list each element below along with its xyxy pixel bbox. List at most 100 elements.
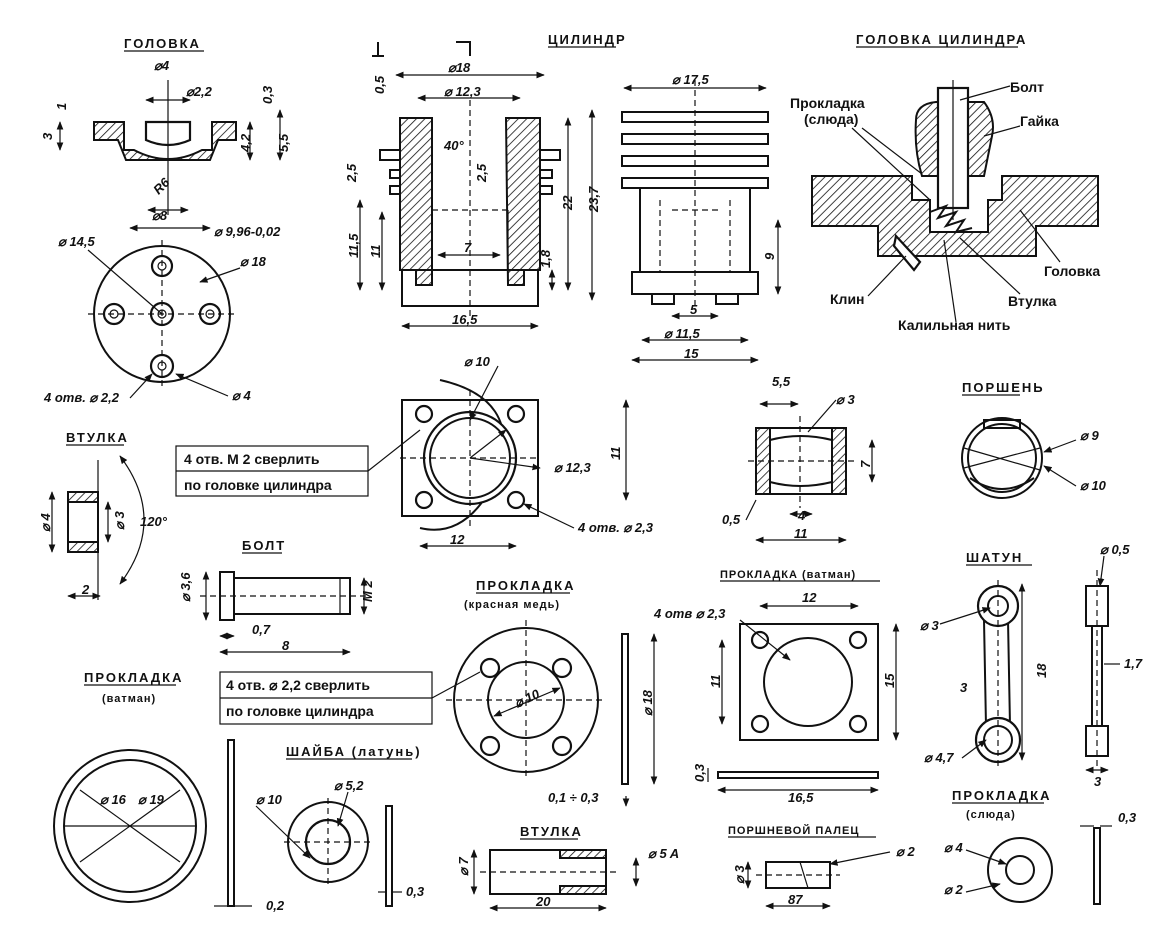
pp-dim-d2: ⌀ 2 [896,844,915,859]
gv-dim-03: 0,3 [692,763,707,782]
g-dim-d8: ⌀8 [152,208,168,223]
w-dim-d10: ⌀ 10 [256,792,283,807]
gv-holes-label: 4 отв ⌀ 2,3 [653,606,726,621]
w-dim-d52: ⌀ 5,2 [334,778,364,793]
p-dim-4: 4 [797,508,806,523]
gasket-vatman-right-title: ПРОКЛАДКА (ватман) [720,569,856,581]
c2-dim-9: 9 [762,252,777,260]
gv-dim-15: 15 [882,673,897,688]
gasket-vatman-left-sub: (ватман) [102,693,156,705]
gasket-copper-section: ПРОКЛАДКА (красная медь) ⌀ 10 ⌀ 18 0,1 ÷… [219,578,658,807]
cylinder-section: ЦИЛИНДР ⌀18 0,5 ⌀ 12,3 40° 2,5 2,5 11,5 … [344,32,625,330]
note-drill-22-1: 4 отв. ⌀ 2,2 сверлить [226,677,370,693]
label-glow-wire: Калильная нить [898,317,1011,333]
p-dim-7: 7 [858,460,873,468]
c-dim-d123: ⌀ 12,3 [444,84,482,99]
l-dim-02: 0,2 [266,898,285,913]
label-head: Головка [1044,263,1100,279]
s-dim-18: 18 [1034,663,1049,678]
vtulka-top-title: ВТУЛКА [66,430,129,445]
b-dim-m2: М 2 [360,580,375,602]
c-dim-25a: 2,5 [344,163,359,183]
cu-dim-d18: ⌀ 18 [640,689,655,716]
m-dim-d4: ⌀ 4 [944,840,963,855]
f-holes-label: 4 отв. ⌀ 2,3 [577,520,654,535]
g-holes-label: 4 отв. ⌀ 2,2 [43,390,120,405]
w-dim-03: 0,3 [406,884,425,899]
c-dim-165: 16,5 [452,312,478,327]
m-dim-03: 0,3 [1118,810,1137,825]
g-dim-d145: ⌀ 14,5 [58,234,96,249]
c-dim-d18: ⌀18 [448,60,471,75]
l-dim-d16: ⌀ 16 [100,792,127,807]
gv-dim-11: 11 [708,675,723,689]
note-drill-22-2: по головке цилиндра [226,703,374,719]
gasket-vatman-right-section: ПРОКЛАДКА (ватман) 4 отв ⌀ 2,3 12 11 15 … [653,569,900,805]
c-dim-237: 23,7 [586,186,601,213]
vtulka-top-section: ВТУЛКА ⌀ 4 ⌀ 3 120° 2 [38,430,168,600]
c-dim-115: 11,5 [346,233,361,258]
gasket-vatman-left-title: ПРОКЛАДКА [84,670,183,685]
c2-dim-5: 5 [690,302,698,317]
g-dim-r6: R6 [150,174,173,197]
c-dim-7: 7 [464,240,472,255]
m-dim-d2: ⌀ 2 [944,882,963,897]
c-dim-05: 0,5 [372,75,387,94]
p-dim-05: 0,5 [722,512,741,527]
s-dim-3b: 3 [1094,774,1102,789]
bv-dim-20: 20 [535,894,551,909]
label-wedge: Клин [830,291,865,307]
golovka-section: ГОЛОВКА ⌀4 ⌀2,2 1 0,3 3 4,2 5,5 R6 ⌀8 ⌀ … [40,36,291,405]
c-dim-11: 11 [368,245,383,259]
pr-dim-d10: ⌀ 10 [1080,478,1107,493]
g-dim-3: 3 [40,132,55,140]
gasket-mica-section: ПРОКЛАДКА (слюда) ⌀ 4 ⌀ 2 0,3 [944,788,1137,905]
g-dim-d18: ⌀ 18 [240,254,267,269]
piston-pin-title: ПОРШНЕВОЙ ПАЛЕЦ [728,824,859,837]
shaiba-section: ШАЙБА (латунь) ⌀ 10 ⌀ 5,2 0,3 [255,744,425,907]
g-dim-1: 1 [54,103,69,110]
f-dim-d123: ⌀ 12,3 [554,460,592,475]
piston-section: 5,5 ⌀ 3 7 0,5 4 11 [722,374,876,544]
shaiba-title: ШАЙБА (латунь) [286,744,422,759]
gasket-copper-title: ПРОКЛАДКА [476,578,575,593]
l-dim-d19: ⌀ 19 [138,792,165,807]
label-gasket-1: Прокладка [790,95,865,111]
cu-dim-d10: ⌀ 10 [512,686,543,711]
label-gasket-2: (слюда) [804,111,858,127]
cylinder-outside-view: ⌀ 17,5 9 5 ⌀ 11,5 15 [621,72,782,364]
s-dim-d3: ⌀ 3 [920,618,939,633]
f-dim-12: 12 [450,532,465,547]
g-dim-55: 5,5 [276,133,291,152]
c2-dim-d175: ⌀ 17,5 [672,72,710,87]
v-dim-2: 2 [81,582,90,597]
flange-view: ⌀ 10 ⌀ 12,3 11 12 4 отв. ⌀ 2,3 4 отв. М … [175,354,654,550]
shatun-section: ШАТУН ⌀ 0,5 ⌀ 3 18 1,7 3 ⌀ 4,7 3 [920,542,1143,789]
c-dim-22: 22 [560,195,575,211]
gasket-copper-sub: (красная медь) [464,599,560,611]
c-dim-18: 1,8 [538,249,553,268]
porshen-section: ПОРШЕНЬ ⌀ 9 ⌀ 10 [961,380,1107,499]
golovka-title: ГОЛОВКА [124,36,201,51]
cylinder-head-section: ГОЛОВКА ЦИЛИНДРА Болт Прокладка (слюда) … [790,32,1100,333]
g-dim-03: 0,3 [260,85,275,104]
c-dim-25b: 2,5 [474,163,489,183]
g-dim-d4: ⌀4 [154,58,170,73]
v-dim-120: 120° [140,514,168,529]
s-dim-3a: 3 [960,680,968,695]
pp-dim-87: 87 [788,892,803,907]
bolt-title: БОЛТ [242,538,286,553]
c2-dim-d115: ⌀ 11,5 [664,326,701,341]
b-dim-07: 0,7 [252,622,271,637]
porshen-title: ПОРШЕНЬ [962,380,1045,395]
b-dim-8: 8 [282,638,290,653]
label-bolt: Болт [1010,79,1044,95]
bolt-section: БОЛТ ⌀ 3,6 М 2 0,7 8 [178,538,375,656]
gasket-mica-sub: (слюда) [966,809,1016,821]
cu-dim-t: 0,1 ÷ 0,3 [548,790,599,805]
note-drill-m2-2: по головке цилиндра [184,477,332,493]
v-dim-d4: ⌀ 4 [38,513,53,532]
bv-dim-d5: ⌀ 5 A [648,846,679,861]
pr-dim-d9: ⌀ 9 [1080,428,1099,443]
